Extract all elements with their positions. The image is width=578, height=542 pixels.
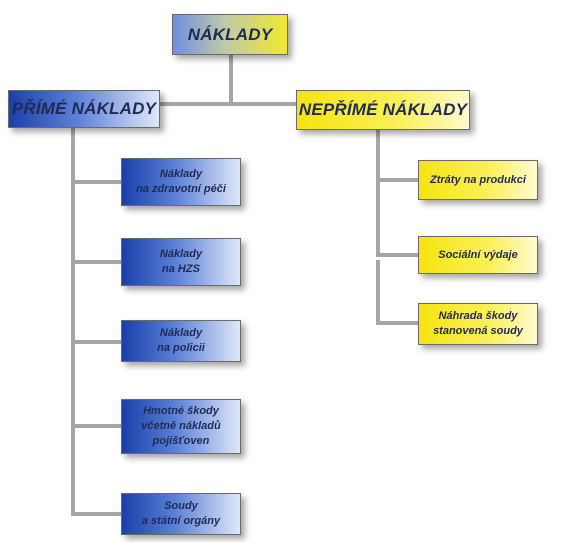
direct-item-courts: Soudy a státní orgány (121, 493, 241, 535)
indirect-item-production-loss: Ztráty na produkci (418, 160, 538, 200)
direct-item-police: Náklady na policii (121, 320, 241, 362)
direct-item-healthcare: Náklady na zdravotní péči (121, 158, 241, 206)
direct-item-property-damage: Hmotné škody včetně nákladů pojišťoven (121, 399, 241, 454)
direct-item-fire-rescue: Náklady na HZS (121, 238, 241, 286)
direct-item-fire-rescue-label: Náklady na HZS (159, 248, 203, 275)
direct-item-healthcare-label: Náklady na zdravotní péči (136, 168, 226, 195)
root-node: NÁKLADY (172, 14, 288, 55)
indirect-item-social-expenses: Sociální výdaje (418, 236, 538, 274)
indirect-costs-label: NEPŘÍMÉ NÁKLADY (298, 100, 468, 119)
indirect-costs-node: NEPŘÍMÉ NÁKLADY (296, 90, 470, 130)
direct-costs-label: PŘÍMÉ NÁKLADY (11, 99, 157, 118)
indirect-item-production-loss-label: Ztráty na produkci (430, 173, 526, 186)
root-node-label: NÁKLADY (187, 24, 273, 44)
indirect-item-social-expenses-label: Sociální výdaje (438, 248, 518, 261)
indirect-item-court-compensation-label: Náhrada škody stanovená soudy (433, 310, 523, 337)
direct-item-police-label: Náklady na policii (157, 327, 205, 354)
direct-costs-node: PŘÍMÉ NÁKLADY (8, 90, 160, 128)
direct-item-courts-label: Soudy a státní orgány (141, 500, 221, 527)
direct-item-property-damage-label: Hmotné škody včetně nákladů pojišťoven (141, 405, 221, 447)
indirect-item-court-compensation: Náhrada škody stanovená soudy (418, 303, 538, 345)
